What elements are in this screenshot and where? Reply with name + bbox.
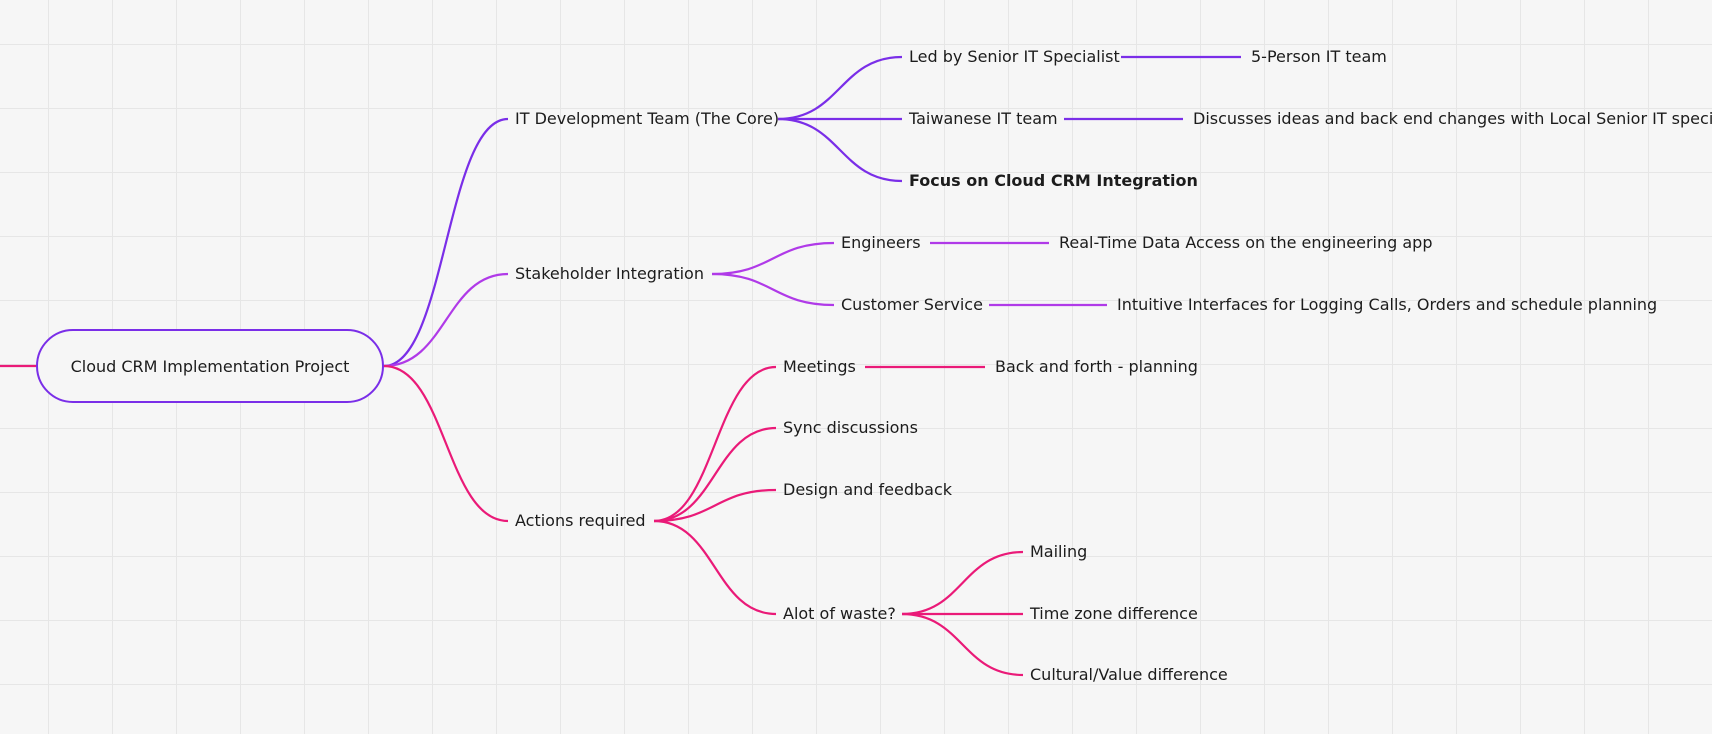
link-waste-to-mailing [901,550,1024,616]
node-alot-of-waste[interactable]: Alot of waste? [783,604,896,623]
link-stakeholder-to-customer-service [711,272,835,307]
link-actions-to-meetings [653,365,777,523]
node-intuitive-interfaces[interactable]: Intuitive Interfaces for Logging Calls, … [1117,295,1658,314]
link-it-to-focus [777,117,903,183]
node-real-time-data-access[interactable]: Real-Time Data Access on the engineering… [1059,233,1433,252]
node-engineers[interactable]: Engineers [841,233,921,252]
node-focus-cloud-crm-integration[interactable]: Focus on Cloud CRM Integration [909,171,1198,190]
link-stakeholder-to-engineers [711,241,835,276]
node-design-and-feedback[interactable]: Design and feedback [783,480,953,499]
node-taiwanese-it-team[interactable]: Taiwanese IT team [909,109,1058,128]
node-5-person-it-team[interactable]: 5-Person IT team [1251,47,1387,66]
link-root-to-it-team [383,117,509,368]
node-discusses-ideas[interactable]: Discusses ideas and back end changes wit… [1193,109,1712,128]
branch-actions-required[interactable]: Actions required [515,511,646,530]
branch-stakeholder-integration[interactable]: Stakeholder Integration [515,264,704,283]
root-node-label: Cloud CRM Implementation Project [70,356,350,376]
node-led-by-senior-it-specialist[interactable]: Led by Senior IT Specialist [909,47,1120,66]
node-cultural-value-difference[interactable]: Cultural/Value difference [1030,665,1228,684]
link-actions-to-design [653,488,777,523]
link-waste-to-cultural [901,612,1024,677]
link-it-to-led-by [777,55,903,121]
link-actions-to-sync [653,426,777,523]
node-mailing[interactable]: Mailing [1030,542,1088,561]
branch-it-development-team[interactable]: IT Development Team (The Core) [515,109,780,128]
node-customer-service[interactable]: Customer Service [841,295,983,314]
node-back-and-forth-planning[interactable]: Back and forth - planning [995,357,1198,376]
node-meetings[interactable]: Meetings [783,357,856,376]
link-root-to-stakeholder [383,272,509,368]
node-time-zone-difference[interactable]: Time zone difference [1030,604,1198,623]
link-root-to-actions [383,364,509,523]
node-sync-discussions[interactable]: Sync discussions [783,418,918,437]
link-actions-to-waste [653,519,777,616]
root-node[interactable]: Cloud CRM Implementation Project [36,329,384,403]
